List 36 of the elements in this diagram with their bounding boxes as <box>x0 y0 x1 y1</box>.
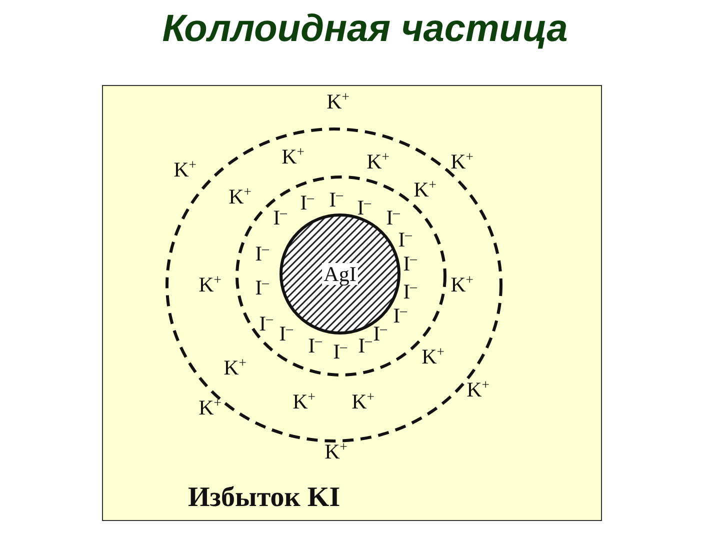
ion-label: K$^{+}$ <box>198 398 222 418</box>
ion-label: I$^{–}$ <box>373 324 387 344</box>
ion-label: I$^{–}$ <box>398 230 412 250</box>
ion-label: I$^{–}$ <box>308 336 322 356</box>
ion-label: K$^{+}$ <box>450 274 474 296</box>
ion-label: K$^{+}$ <box>228 186 252 208</box>
ion-label: K$^{+}$ <box>324 442 348 462</box>
ion-label: K$^{+}$ <box>174 160 196 180</box>
ion-label: K$^{+}$ <box>326 92 350 112</box>
ion-label: I$^{–}$ <box>333 342 347 362</box>
ion-label: I$^{–}$ <box>259 314 273 334</box>
ion-label: I$^{–}$ <box>358 336 372 356</box>
ion-label: I$^{–}$ <box>255 278 269 298</box>
note: Избыток KI <box>188 482 340 514</box>
ion-label: K$^{+}$ <box>224 358 246 378</box>
ion-label: K$^{+}$ <box>282 146 304 168</box>
core-label: AgI <box>322 262 358 286</box>
ion-label: I$^{–}$ <box>329 190 343 210</box>
ion-label: I$^{–}$ <box>300 192 314 214</box>
title: Коллоидная частица <box>161 8 569 51</box>
ion-label: K$^{+}$ <box>352 392 374 412</box>
ion-label: K$^{+}$ <box>422 346 444 368</box>
ion-label: K$^{+}$ <box>292 392 316 412</box>
ion-label: I$^{–}$ <box>279 324 293 344</box>
ion-label: I$^{–}$ <box>403 254 417 274</box>
ion-label: K$^{+}$ <box>450 152 474 172</box>
ion-label: I$^{–}$ <box>357 198 371 218</box>
ion-label: K$^{+}$ <box>466 380 490 400</box>
ion-label: I$^{–}$ <box>403 282 417 302</box>
ion-label: K$^{+}$ <box>198 274 222 296</box>
ion-label: I$^{–}$ <box>273 208 287 228</box>
ion-label: I$^{–}$ <box>255 244 269 264</box>
ion-label: I$^{–}$ <box>393 306 407 326</box>
ion-label: K$^{+}$ <box>366 152 390 172</box>
ion-label: K$^{+}$ <box>414 180 436 200</box>
ion-label: I$^{–}$ <box>386 208 400 228</box>
